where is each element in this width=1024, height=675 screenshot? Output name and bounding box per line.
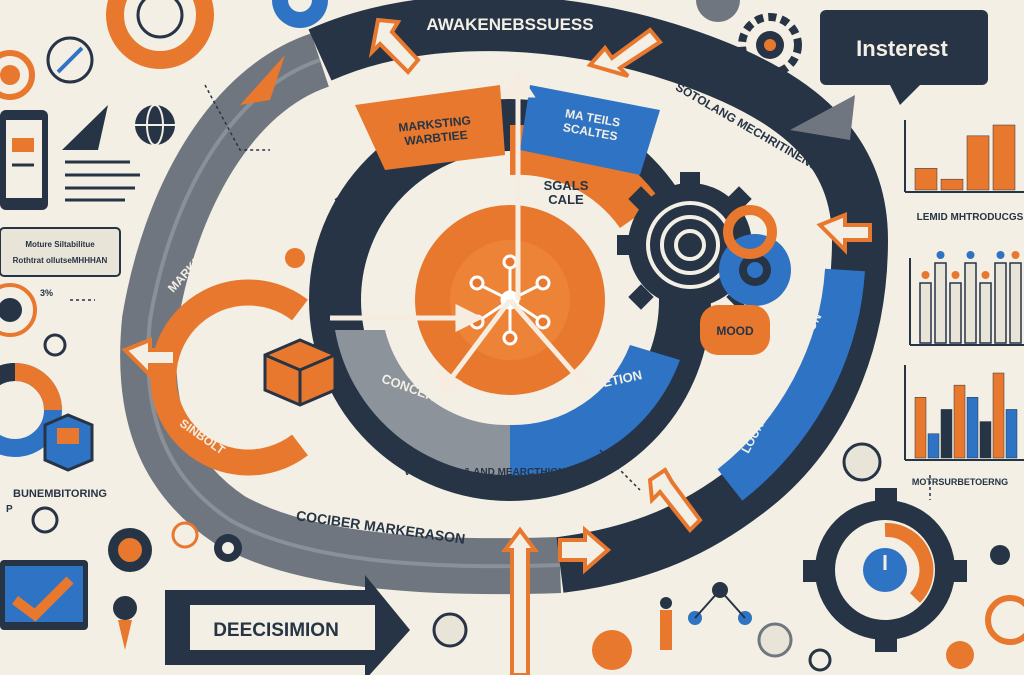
chart-2-marker-5 [981, 271, 990, 279]
chart-2-marker-6 [996, 251, 1005, 259]
marketing-wedge-label: MARKSTINGWARBTIEE [398, 113, 473, 148]
top-left-gear-icon [106, 0, 214, 69]
globe-icon [135, 104, 175, 146]
clock-gear-icon [803, 488, 967, 652]
small-p-label: P [6, 504, 13, 515]
left-bottom-label: BUNEMBITORING [13, 488, 107, 500]
chart-2-bar-5 [979, 282, 992, 344]
chart-3-bar-8 [1005, 409, 1018, 459]
chart-2-bar-1 [919, 282, 932, 344]
chart-3-bar-5 [966, 397, 979, 459]
chart-3-bar-6 [979, 421, 992, 459]
journey-map-label: VERWATHO & AND MEARCTHION MAYP [404, 467, 597, 478]
left-box-label-line: Moture Siltabilitue [25, 240, 95, 249]
chart-1-bar-3 [966, 135, 990, 191]
chart-2-marker-3 [951, 271, 960, 279]
chart-3-bar-2 [927, 433, 940, 459]
chart-1-bar-4 [992, 124, 1016, 191]
left-box-label-line: Rothtrat ollutseMHHHAN [13, 256, 108, 265]
chart-1 [904, 120, 1024, 193]
chart-3-bar-7 [992, 372, 1005, 459]
awareness-label: AWAKENEBSSUESS [426, 15, 593, 34]
top-gear-blue-icon [272, 0, 328, 28]
chart-2-bar-7 [1009, 262, 1022, 344]
stalle-label-line: SAS [433, 199, 464, 216]
top-gear-gray-icon [696, 0, 740, 22]
chart-1-bar-2 [940, 178, 964, 191]
outer-path-gray-highlight [146, 58, 561, 569]
chart-3-bar-4 [953, 384, 966, 459]
lead-management-label: LEMID MHTRODUCGS [917, 212, 1024, 223]
right-arc-blue [717, 268, 865, 501]
dashed-connectors [70, 84, 931, 500]
navy-pointer-icon [62, 105, 108, 150]
path-arrows [121, 17, 872, 675]
stalle-label-line: STALLE [419, 182, 476, 199]
chart-2-bar-4 [964, 262, 977, 344]
chart-1-bar-1 [914, 168, 938, 191]
left-puzzle-icon [0, 283, 37, 337]
mood-label: MOOD [716, 324, 754, 338]
tablet-icon [0, 110, 48, 210]
chart-2-marker-2 [936, 251, 945, 259]
small-circle-icons [31, 248, 305, 650]
decision-label: DEECISIMION [213, 620, 339, 641]
marketing-wedge-label-line: WARBTIEE [404, 128, 468, 149]
left-donut-chart [0, 363, 62, 457]
decision-arrow [165, 575, 410, 675]
orange-pointer-icon [240, 55, 285, 105]
chart-2-marker-1 [921, 271, 930, 279]
chart-3 [904, 365, 1024, 461]
chart-2-bar-6 [994, 262, 1007, 344]
wedge-marketing [355, 85, 505, 170]
interest-label: Insterest [856, 36, 948, 61]
chart-2-bar-2 [934, 262, 947, 344]
network-hub-icon [469, 254, 551, 346]
chart-2 [909, 251, 1024, 346]
package-box-icon [263, 338, 337, 407]
chart-2-marker-4 [966, 251, 975, 259]
wedge-sales [520, 85, 660, 175]
top-right-gear-icon [738, 13, 802, 77]
monitoring-label: MOTRSURBETOERNG [912, 477, 1008, 487]
chart-2-marker-7 [1011, 251, 1020, 259]
scals-label-line: SGALS [544, 178, 589, 193]
center-arrows [330, 70, 597, 400]
chart-3-bar-3 [940, 409, 953, 459]
target-icon [0, 50, 35, 100]
people-network-icon [660, 582, 752, 650]
trend-arrow-icon [46, 36, 94, 84]
monitor-check-icon [0, 560, 88, 630]
left-orange-arc [150, 279, 308, 476]
percent-label: 3% [40, 288, 53, 298]
blue-pointer-icon [790, 95, 855, 140]
scals-label-line: CALE [548, 192, 584, 207]
left-info-box [0, 227, 121, 277]
text-lines-decor [65, 160, 140, 202]
wedge-blue-bottom [510, 345, 680, 476]
chart-2-bar-3 [949, 282, 962, 344]
wedge-gray-bottom [335, 330, 510, 476]
chart-3-bar-1 [914, 397, 927, 459]
left-cube-icon [43, 413, 94, 472]
bottom-misc-icons [432, 442, 1024, 672]
interest-callout [820, 10, 988, 105]
gear-cluster-right [617, 172, 791, 355]
top-arc-navy [308, 0, 888, 241]
